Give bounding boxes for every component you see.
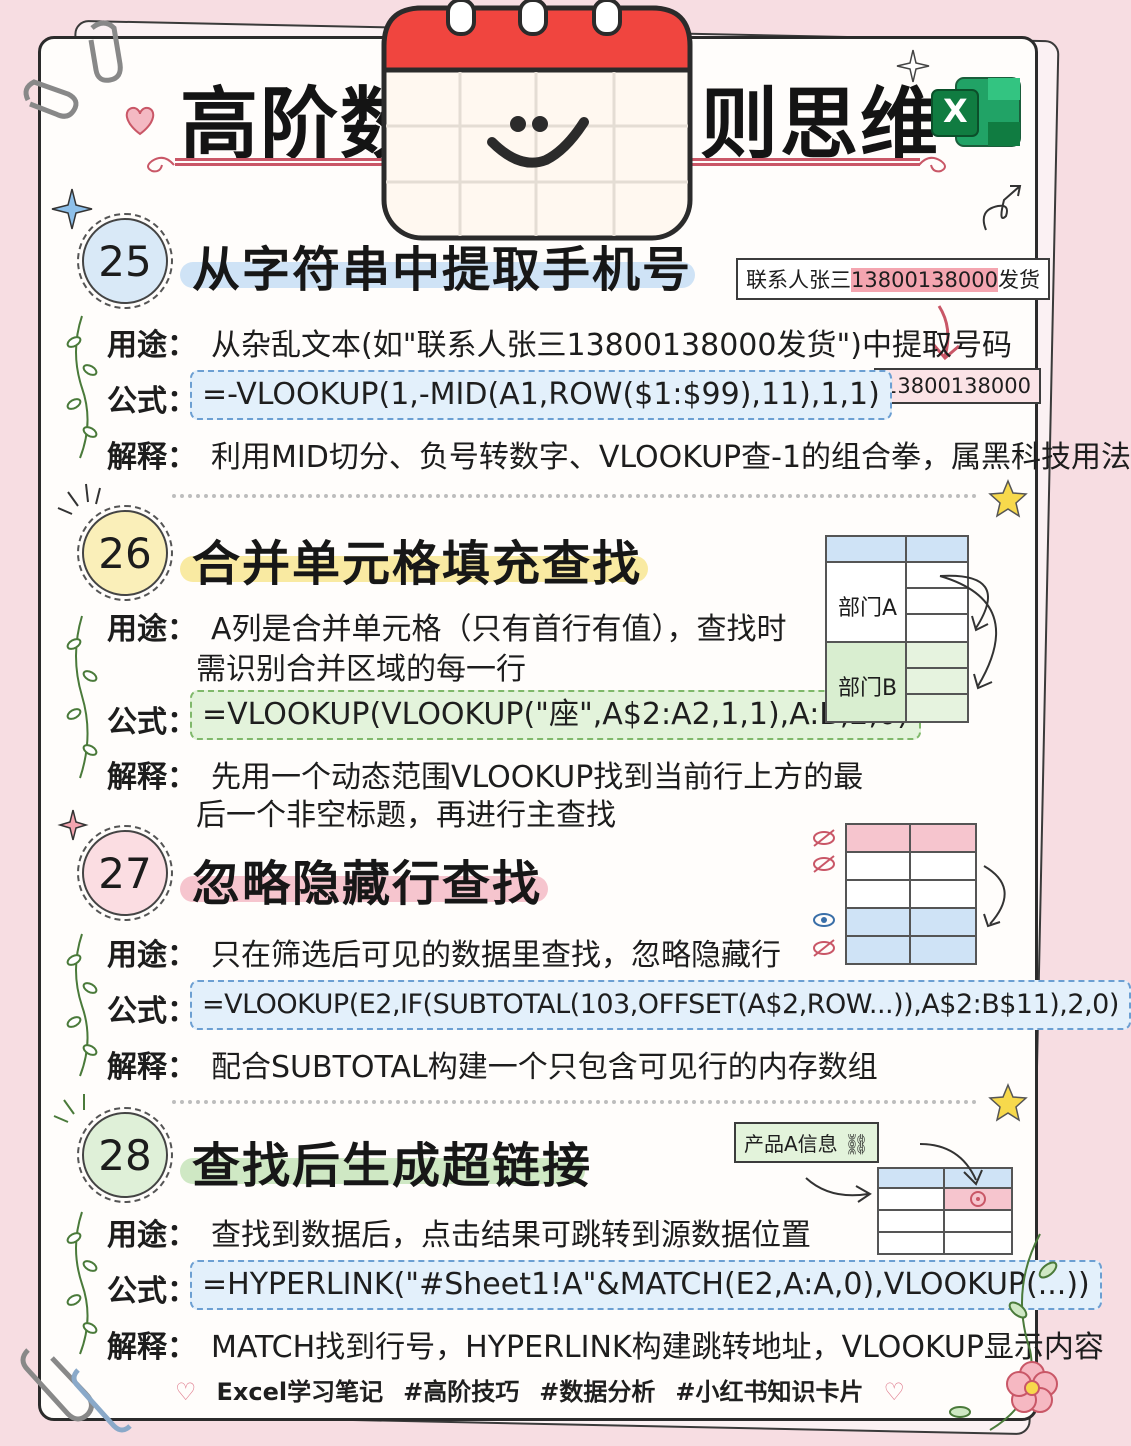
section-divider (172, 1100, 977, 1104)
footer-tag: #小红书知识卡片 (675, 1378, 864, 1406)
formula-code[interactable]: =HYPERLINK("#Sheet1!A"&MATCH(E2,A:A,0),V… (190, 1260, 1102, 1310)
sparkle-lines-icon (57, 483, 101, 515)
formula-row: 公式： (107, 697, 211, 741)
excel-logo-letter: X (943, 92, 968, 130)
explain-row: 解释： MATCH找到行号，HYPERLINK构建跳转地址，VLOOKUP显示内容 (107, 1322, 1104, 1366)
section-number-badge: 25 (77, 213, 173, 309)
vine-decoration-icon (66, 615, 98, 779)
explain-row: 解释： 利用MID切分、负号转数字、VLOOKUP查-1的组合拳，属黑科技用法 (107, 432, 1131, 476)
sparkle-icon (57, 809, 89, 841)
hyperlink-tag-label: 产品A信息 (744, 1132, 838, 1156)
formula-row: 公式： (107, 986, 211, 1030)
source-text-suffix: 发货 (997, 268, 1040, 292)
paperclip-icon (23, 20, 123, 119)
vine-decoration-icon (66, 933, 98, 1077)
merged-cells-illustration (825, 535, 998, 723)
sparkle-lines-icon (53, 1094, 85, 1123)
formula-row: 公式： (107, 1266, 211, 1310)
usage-text-continued: 需识别合并区域的每一行 (196, 652, 526, 687)
section-title: 忽略隐藏行查找 (192, 856, 543, 912)
usage-label: 用途： (107, 328, 197, 363)
hyperlink-tag[interactable]: 产品A信息 ⛓ (734, 1122, 880, 1163)
usage-row: 用途： 从杂乱文本(如"联系人张三13800138000发货")中提取号码 (107, 320, 1012, 364)
squiggle-arrow-icon (982, 185, 1022, 231)
usage-text: 查找到数据后，点击结果可跳转到源数据位置 (211, 1218, 811, 1253)
formula-label: 公式： (107, 705, 197, 740)
heart-icon: ♡ (175, 1378, 197, 1406)
usage-label: 用途： (107, 1218, 197, 1253)
formula-label: 公式： (107, 1274, 197, 1309)
usage-text: 从杂乱文本(如"联系人张三13800138000发货")中提取号码 (211, 328, 1012, 363)
star-icon (988, 1083, 1028, 1122)
section-number-badge: 26 (77, 505, 173, 601)
usage-row: 用途： 查找到数据后，点击结果可跳转到源数据位置 (107, 1210, 811, 1254)
footer-tag: #数据分析 (539, 1378, 656, 1406)
title-highlight (180, 876, 548, 902)
explain-label: 解释： (107, 1050, 197, 1085)
usage-text: A列是合并单元格（只有首行有值），查找时 (211, 612, 787, 647)
title-highlight (180, 262, 695, 288)
footer-tag: #高阶技巧 (403, 1378, 520, 1406)
explain-text: 先用一个动态范围VLOOKUP找到当前行上方的最 (211, 760, 864, 795)
extracted-phone-result: 13800138000 (874, 368, 1041, 404)
formula-code[interactable]: =VLOOKUP(VLOOKUP("座",A$2:A2,1,1),A:B,2,0… (190, 690, 921, 740)
hyperlink-illustration (805, 1143, 1013, 1255)
section-divider (172, 494, 977, 498)
explain-text-continued: 后一个非空标题，再进行主查找 (196, 798, 616, 833)
merged-cell-label-a: 部门A (838, 596, 898, 621)
section-title: 合并单元格填充查找 (192, 536, 643, 592)
star-icon (988, 479, 1028, 518)
formula-code[interactable]: =VLOOKUP(E2,IF(SUBTOTAL(103,OFFSET(A$2,R… (190, 980, 1131, 1030)
formula-label: 公式： (107, 384, 197, 419)
section-title: 查找后生成超链接 (192, 1138, 593, 1194)
paperclip-icon (20, 1348, 132, 1433)
explain-row: 解释： 先用一个动态范围VLOOKUP找到当前行上方的最 (107, 752, 863, 796)
hidden-rows-illustration (813, 823, 1006, 965)
arrow-down-icon (931, 305, 960, 361)
title-highlight (180, 556, 648, 582)
sparkle-icon (51, 188, 93, 230)
formula-row: 公式： (107, 376, 211, 420)
explain-text: MATCH找到行号，HYPERLINK构建跳转地址，VLOOKUP显示内容 (211, 1330, 1104, 1365)
source-text-phone: 13800138000 (851, 268, 998, 292)
usage-row: 用途： A列是合并单元格（只有首行有值），查找时 (107, 604, 787, 648)
usage-text: 只在筛选后可见的数据里查找，忽略隐藏行 (211, 938, 781, 973)
footer-tag: Excel学习笔记 (216, 1378, 384, 1406)
calendar-icon (381, 0, 693, 241)
title-highlight (180, 1158, 585, 1184)
explain-label: 解释： (107, 760, 197, 795)
flower-vine-icon (949, 1233, 1058, 1431)
footer-tags: ♡ Excel学习笔记 #高阶技巧 #数据分析 #小红书知识卡片 ♡ (0, 1372, 1080, 1407)
usage-label: 用途： (107, 612, 197, 647)
formula-label: 公式： (107, 994, 197, 1029)
explain-text: 配合SUBTOTAL构建一个只包含可见行的内存数组 (211, 1050, 878, 1085)
merged-cell-label-b: 部门B (838, 676, 898, 701)
usage-row: 用途： 只在筛选后可见的数据里查找，忽略隐藏行 (107, 930, 781, 974)
explain-label: 解释： (107, 1330, 197, 1365)
section-number-badge: 27 (77, 825, 173, 921)
source-text-prefix: 联系人张三 (746, 268, 851, 292)
vine-decoration-icon (66, 1211, 98, 1355)
page-title-right: 则思维 (700, 80, 941, 170)
flourish-left-icon (147, 156, 175, 173)
excel-logo-icon: X (928, 72, 1024, 152)
explain-text: 利用MID切分、负号转数字、VLOOKUP查-1的组合拳，属黑科技用法 (211, 440, 1131, 475)
flourish-right-icon (918, 156, 946, 173)
sparkle-icon (896, 49, 930, 83)
page-title-left: 高阶数 (180, 80, 421, 170)
link-icon: ⛓ (844, 1132, 870, 1156)
heart-icon (125, 106, 155, 136)
source-text-sample: 联系人张三13800138000发货 (736, 258, 1050, 300)
usage-label: 用途： (107, 938, 197, 973)
section-number-badge: 28 (77, 1107, 173, 1203)
heart-icon: ♡ (883, 1378, 905, 1406)
section-title: 从字符串中提取手机号 (192, 242, 693, 298)
vine-decoration-icon (66, 315, 98, 459)
explain-row: 解释： 配合SUBTOTAL构建一个只包含可见行的内存数组 (107, 1042, 878, 1086)
formula-code[interactable]: =-VLOOKUP(1,-MID(A1,ROW($1:$99),11),1,1) (190, 370, 892, 420)
explain-label: 解释： (107, 440, 197, 475)
